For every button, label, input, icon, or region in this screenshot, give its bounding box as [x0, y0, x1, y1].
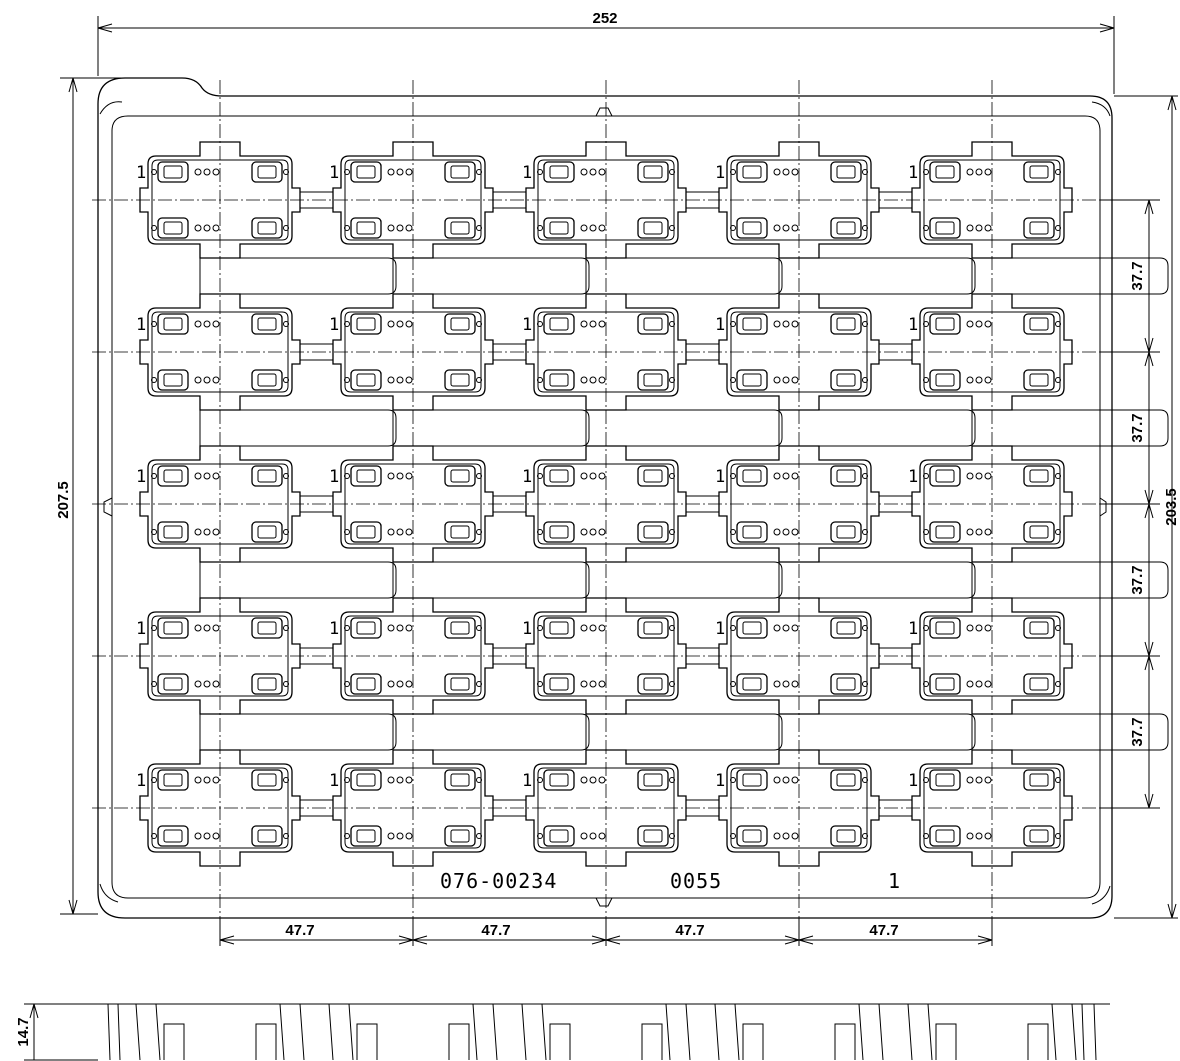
pin1-marker: 1	[136, 771, 146, 791]
pin1-marker: 1	[136, 619, 146, 639]
pocket-r3-c4: 1	[715, 445, 976, 599]
pin1-marker: 1	[715, 619, 725, 639]
pocket-grid: 1 1 1 1 1 1 1 1 1 1 1 1 1 1 1 1 1 1 1 1 1 1 1 1 1	[136, 141, 1169, 867]
row-pitch-label-2: 37.7	[1129, 413, 1146, 442]
pocket-r3-c5: 1	[908, 445, 1169, 599]
pocket-r1-c5: 1	[908, 141, 1169, 295]
column-pitch-label-1: 47.7	[285, 922, 314, 939]
row-pitch-label-4: 37.7	[1129, 717, 1146, 746]
tray-outline	[97, 77, 1113, 919]
row-pitch-label-3: 37.7	[1129, 565, 1146, 594]
code-marking: 0055	[670, 869, 722, 893]
pocket-r4-c3: 1	[522, 597, 783, 751]
pin1-marker: 1	[329, 315, 339, 335]
pin1-marker: 1	[908, 467, 918, 487]
pocket-r4-c4: 1	[715, 597, 976, 751]
pocket-r3-c2: 1	[329, 445, 590, 599]
pin1-marker: 1	[329, 619, 339, 639]
pocket-r5-c5: 1	[908, 749, 1073, 867]
pin1-marker: 1	[136, 163, 146, 183]
pin1-marker: 1	[522, 771, 532, 791]
dimension-row-pitch: 37.7 37.7 37.7 37.7	[1100, 199, 1160, 809]
pin1-marker: 1	[522, 619, 532, 639]
pin1-marker: 1	[522, 315, 532, 335]
pocket-r1-c4: 1	[715, 141, 976, 295]
column-pitch-label-3: 47.7	[675, 922, 704, 939]
pin1-marker: 1	[329, 771, 339, 791]
pin1-marker: 1	[908, 771, 918, 791]
side-view: 14.7	[15, 1003, 1110, 1061]
pocket-r5-c1: 1	[136, 749, 333, 867]
part-number-marking: 076-00234	[440, 869, 557, 893]
pocket-r2-c3: 1	[522, 293, 783, 447]
pocket-r1-c3: 1	[522, 141, 783, 295]
dimension-column-pitch: 47.7 47.7 47.7 47.7	[219, 918, 993, 946]
center-lines	[92, 80, 1118, 930]
dimension-pitch-total: 203.5	[1114, 95, 1180, 919]
pocket-r5-c2: 1	[329, 749, 526, 867]
pocket-r1-c1: 1	[136, 141, 397, 295]
pin1-marker: 1	[136, 467, 146, 487]
pocket-r1-c2: 1	[329, 141, 590, 295]
overall-height-label: 207.5	[55, 481, 72, 519]
dimension-overall-height: 207.5	[55, 77, 122, 915]
row-pitch-label-1: 37.7	[1129, 261, 1146, 290]
pin1-marker: 1	[329, 163, 339, 183]
pocket-r5-c3: 1	[522, 749, 719, 867]
index-marking: 1	[888, 869, 901, 893]
pocket-r5-c4: 1	[715, 749, 912, 867]
pin1-marker: 1	[329, 467, 339, 487]
pocket-r2-c4: 1	[715, 293, 976, 447]
pocket-r2-c1: 1	[136, 293, 397, 447]
pocket-r4-c5: 1	[908, 597, 1169, 751]
pin1-marker: 1	[715, 315, 725, 335]
pin1-marker: 1	[715, 163, 725, 183]
pin1-marker: 1	[522, 467, 532, 487]
column-pitch-label-2: 47.7	[481, 922, 510, 939]
depth-label: 14.7	[15, 1017, 32, 1046]
pin1-marker: 1	[908, 315, 918, 335]
column-pitch-label-4: 47.7	[869, 922, 898, 939]
dimension-overall-width: 252	[97, 10, 1115, 94]
pin1-marker: 1	[908, 619, 918, 639]
pocket-r2-c5: 1	[908, 293, 1169, 447]
pocket-r3-c3: 1	[522, 445, 783, 599]
pin1-marker: 1	[908, 163, 918, 183]
pin1-marker: 1	[522, 163, 532, 183]
pin1-marker: 1	[136, 315, 146, 335]
pocket-r3-c1: 1	[136, 445, 397, 599]
pocket-r2-c2: 1	[329, 293, 590, 447]
overall-width-label: 252	[592, 10, 617, 27]
pin1-marker: 1	[715, 467, 725, 487]
pocket-r4-c1: 1	[136, 597, 397, 751]
pin1-marker: 1	[715, 771, 725, 791]
pocket-r4-c2: 1	[329, 597, 590, 751]
pitch-total-label: 203.5	[1163, 488, 1180, 526]
